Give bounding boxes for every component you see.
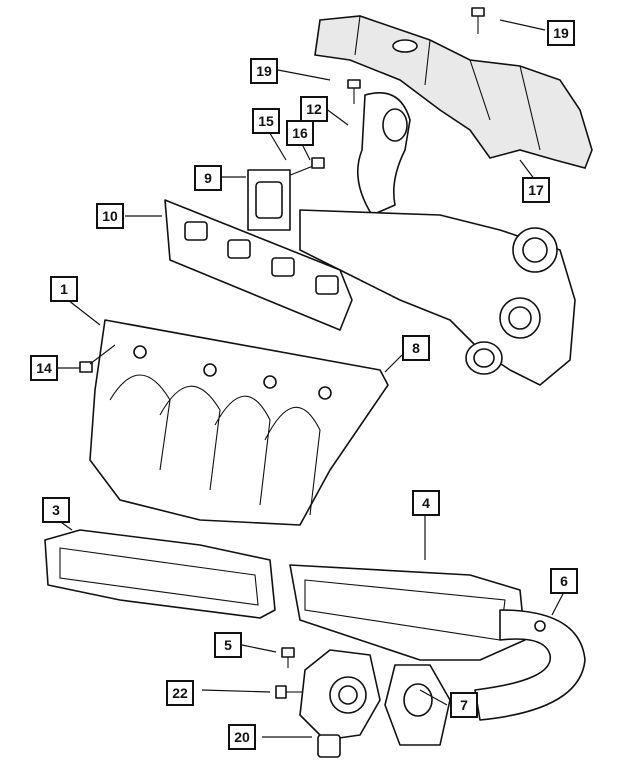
callout-15: 15 xyxy=(252,108,280,134)
exhaust-manifold-gasket-9 xyxy=(247,169,291,231)
leader-lines xyxy=(57,19,566,738)
turbo-outlet-elbow xyxy=(356,91,411,216)
callout-10: 10 xyxy=(96,203,124,229)
intake-manifold xyxy=(89,319,389,526)
callout-6: 6 xyxy=(550,568,578,594)
adapter-7 xyxy=(384,664,451,746)
callout-4: 4 xyxy=(412,490,440,516)
callout-12: 12 xyxy=(300,96,328,122)
callout-19-mid: 19 xyxy=(250,58,278,84)
callout-16: 16 xyxy=(286,120,314,146)
callout-19-top: 19 xyxy=(547,20,575,46)
bolt-5 xyxy=(281,647,295,668)
callout-7: 7 xyxy=(450,692,478,718)
bolt-19-top xyxy=(471,7,485,34)
callout-8: 8 xyxy=(402,335,430,361)
callout-1: 1 xyxy=(50,276,78,302)
callout-17: 17 xyxy=(522,177,550,203)
callout-22: 22 xyxy=(166,680,194,706)
intake-tube-6 xyxy=(474,609,586,721)
heat-shield xyxy=(314,15,593,169)
bolt-14 xyxy=(79,344,116,373)
intake-gasket-3 xyxy=(44,529,276,619)
callout-9: 9 xyxy=(194,165,222,191)
exhaust-manifold-turbo xyxy=(299,209,576,386)
exhaust-manifold-gasket-10 xyxy=(164,199,353,331)
callout-3: 3 xyxy=(42,497,70,523)
bolt-22 xyxy=(275,685,302,699)
throttle-body xyxy=(299,649,381,758)
bolt-19-mid xyxy=(347,79,361,104)
callout-20: 20 xyxy=(228,724,256,750)
callout-14: 14 xyxy=(30,355,58,381)
intake-plenum-4 xyxy=(289,564,526,661)
callout-5: 5 xyxy=(214,632,242,658)
